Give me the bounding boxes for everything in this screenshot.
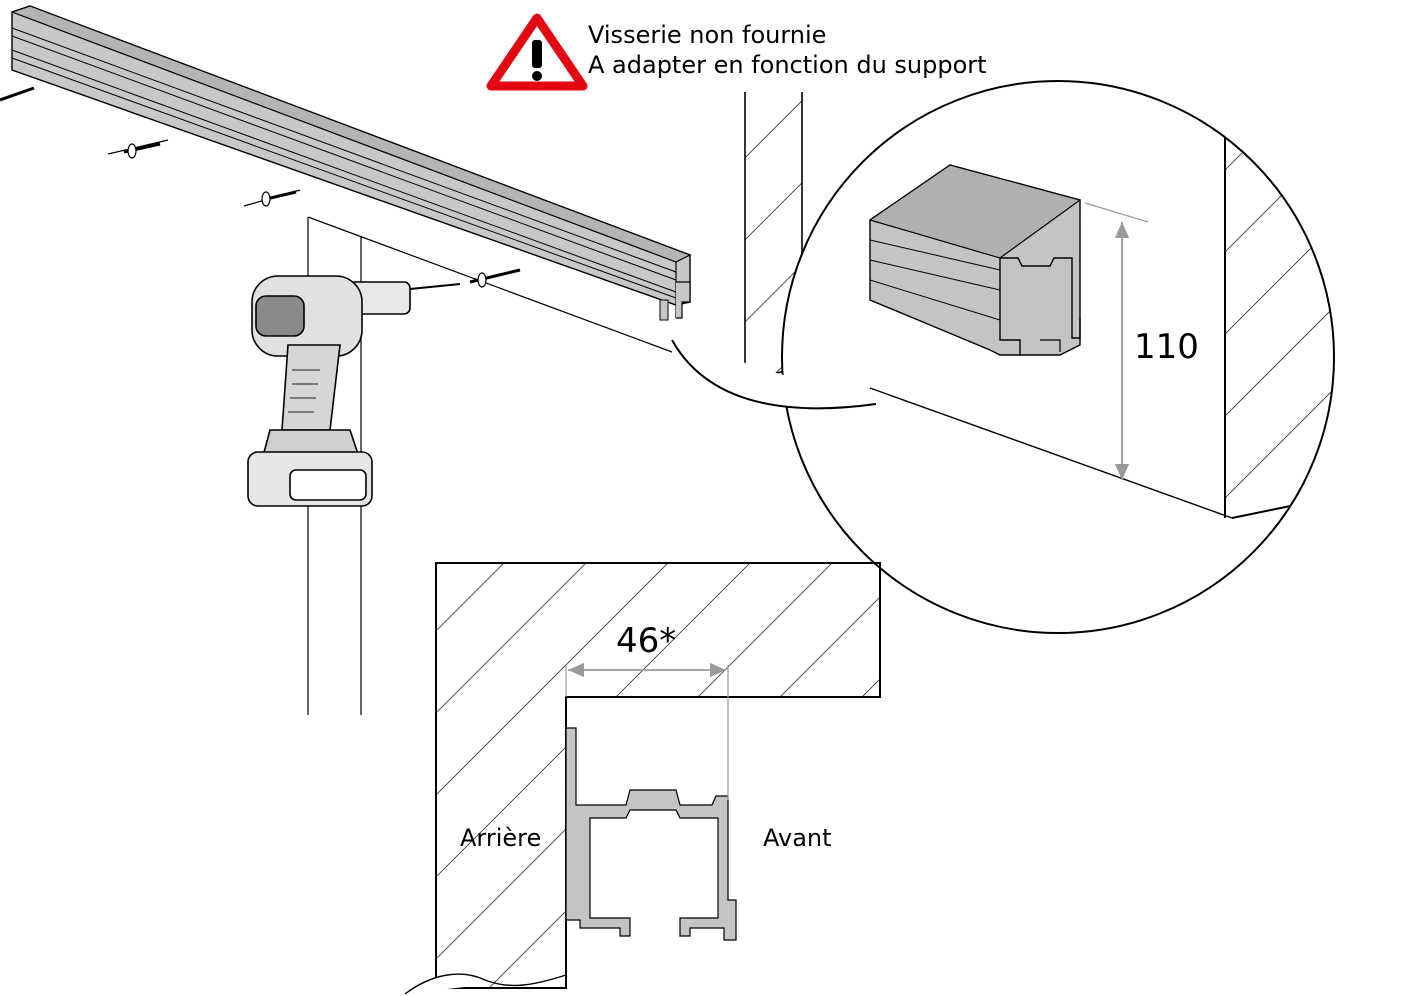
- front-label: Avant: [763, 824, 832, 852]
- section-view: 46* Arrière Avant: [404, 562, 881, 995]
- rail-height-dimension: 110: [1134, 327, 1199, 367]
- warning-triangle-icon: [486, 13, 588, 91]
- screw-icon: [0, 86, 521, 288]
- rear-label: Arrière: [460, 824, 541, 852]
- warning-line-1: Visserie non fournie: [588, 21, 827, 49]
- drill-icon: [247, 275, 461, 507]
- detail-callout: 110: [671, 80, 1335, 634]
- warning-note: Visserie non fournie A adapter en foncti…: [588, 20, 987, 80]
- warning-line-2: A adapter en fonction du support: [588, 51, 987, 79]
- rail-detail: [868, 164, 1082, 356]
- rail-profile: [10, 5, 692, 321]
- profile-cross-section: [565, 727, 737, 941]
- perspective-scene: [0, 5, 803, 715]
- profile-width-dimension: 46*: [616, 621, 676, 661]
